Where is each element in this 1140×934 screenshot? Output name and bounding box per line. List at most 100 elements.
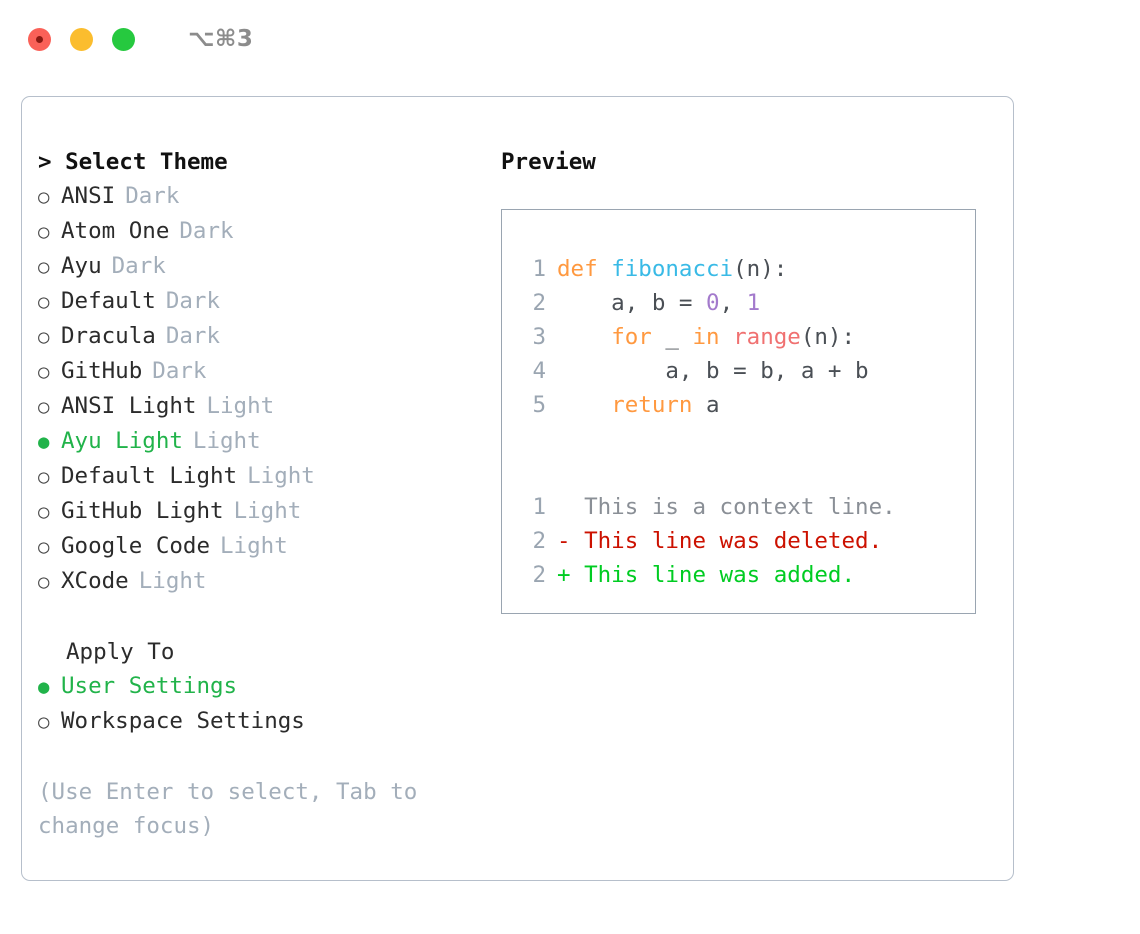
line-number: 4 (532, 358, 546, 384)
code-token: fibonacci (611, 256, 734, 282)
code-token (557, 392, 611, 418)
line-number: 2 (532, 562, 546, 588)
close-button[interactable] (28, 27, 51, 51)
section-spacer (38, 599, 488, 635)
code-token: 1 (746, 290, 761, 316)
theme-option-atom-one[interactable]: ○ Atom One Dark (38, 214, 488, 249)
theme-option-label: Atom One (61, 218, 170, 244)
code-token: (n): (800, 324, 856, 350)
radio-selected-icon: ● (38, 676, 50, 698)
diff-sample: 1 This is a context line. 2 - This line … (502, 490, 975, 592)
theme-option-kind: Dark (179, 218, 234, 244)
apply-to-option-user-settings[interactable]: ● User Settings (38, 669, 488, 704)
preview-box: 1 def fibonacci(n): 2 a, b = 0, 1 3 for … (501, 209, 976, 614)
theme-option-label: Google Code (61, 533, 211, 559)
code-diff-spacer (502, 456, 975, 490)
diff-line-context: 1 This is a context line. (502, 490, 975, 524)
theme-option-kind: Dark (152, 358, 207, 384)
code-sample: 1 def fibonacci(n): 2 a, b = 0, 1 3 for … (502, 252, 975, 422)
theme-option-google-code[interactable]: ○ Google Code Light (38, 529, 488, 564)
traffic-light-controls (28, 27, 135, 51)
apply-to-option-workspace-settings[interactable]: ○ Workspace Settings (38, 704, 488, 739)
theme-option-ayu[interactable]: ○ Ayu Dark (38, 249, 488, 284)
theme-option-kind: Light (247, 463, 315, 489)
radio-unselected-icon: ○ (38, 326, 50, 348)
code-token (720, 324, 734, 350)
theme-option-default[interactable]: ○ Default Dark (38, 284, 488, 319)
theme-option-label: Ayu Light (61, 428, 183, 454)
theme-option-kind: Light (220, 533, 288, 559)
code-text: return a (557, 388, 720, 422)
code-text: a, b = 0, 1 (557, 286, 760, 320)
theme-option-dracula[interactable]: ○ Dracula Dark (38, 319, 488, 354)
theme-option-ayu-light[interactable]: ● Ayu Light Light (38, 424, 488, 459)
theme-option-kind: Dark (165, 288, 221, 314)
code-text: a, b = b, a + b (557, 354, 869, 388)
apply-to-option-label: User Settings (61, 673, 238, 699)
diff-text: This line was added. (584, 562, 856, 588)
code-token: (n): (733, 256, 788, 282)
radio-selected-icon: ● (38, 431, 50, 453)
theme-option-label: Default Light (61, 463, 238, 489)
theme-option-github[interactable]: ○ GitHub Dark (38, 354, 488, 389)
code-text: for _ in range(n): (557, 320, 855, 354)
apply-to-option-label: Workspace Settings (61, 708, 305, 734)
theme-option-label: ANSI Light (61, 393, 197, 419)
radio-unselected-icon: ○ (38, 361, 50, 383)
theme-option-github-light[interactable]: ○ GitHub Light Light (38, 494, 488, 529)
code-token: in (692, 324, 720, 350)
radio-unselected-icon: ○ (38, 466, 50, 488)
line-number: 3 (532, 324, 546, 350)
code-token (557, 324, 611, 350)
line-number: 1 (532, 494, 546, 520)
radio-unselected-icon: ○ (38, 536, 50, 558)
code-token: return (611, 392, 693, 418)
code-diff-spacer (502, 422, 975, 456)
select-theme-heading: > Select Theme (38, 149, 228, 175)
code-token: a (692, 392, 720, 418)
theme-option-kind: Dark (125, 183, 180, 209)
diff-marker: - (557, 528, 585, 554)
radio-unselected-icon: ○ (38, 571, 50, 593)
code-token: _ (651, 324, 693, 350)
theme-option-label: Ayu (61, 253, 102, 279)
preview-heading: Preview (501, 149, 596, 175)
theme-option-ansi-light[interactable]: ○ ANSI Light Light (38, 389, 488, 424)
theme-option-label: ANSI (61, 183, 116, 209)
minimize-button[interactable] (70, 27, 93, 51)
theme-option-label: Dracula (61, 323, 156, 349)
diff-text: This is a context line. (584, 494, 896, 520)
diff-text: This line was deleted. (584, 528, 883, 554)
theme-option-label: Default (61, 288, 156, 314)
theme-option-label: GitHub (61, 358, 143, 384)
code-line: 1 def fibonacci(n): (502, 252, 975, 286)
radio-unselected-icon: ○ (38, 711, 50, 733)
code-token: def (557, 256, 612, 282)
theme-option-label: GitHub Light (61, 498, 224, 524)
code-line: 3 for _ in range(n): (502, 320, 975, 354)
radio-unselected-icon: ○ (38, 186, 50, 208)
line-number: 1 (532, 256, 546, 282)
theme-option-default-light[interactable]: ○ Default Light Light (38, 459, 488, 494)
keyboard-hint-text: (Use Enter to select, Tab to change focu… (38, 779, 431, 839)
theme-option-kind: Light (192, 428, 261, 454)
theme-option-kind: Light (206, 393, 275, 419)
preview-panel: Preview 1 def fibonacci(n): 2 a, b = 0, … (501, 145, 991, 614)
theme-option-ansi[interactable]: ○ ANSI Dark (38, 179, 488, 214)
code-token: a, b = b, a + b (557, 358, 869, 384)
title-bar: ⌥⌘3 (0, 0, 1140, 78)
code-line: 2 a, b = 0, 1 (502, 286, 975, 320)
theme-option-kind: Light (138, 568, 207, 594)
radio-unselected-icon: ○ (38, 291, 50, 313)
diff-line-added: 2 + This line was added. (502, 558, 975, 592)
apply-to-heading: Apply To (66, 639, 175, 665)
theme-option-xcode[interactable]: ○ XCode Light (38, 564, 488, 599)
radio-unselected-icon: ○ (38, 221, 50, 243)
maximize-button[interactable] (112, 27, 135, 51)
code-token: 0 (706, 290, 720, 316)
line-number: 2 (532, 528, 546, 554)
theme-selector-panel: > Select Theme ○ ANSI Dark ○ Atom One Da… (38, 145, 488, 843)
code-line: 4 a, b = b, a + b (502, 354, 975, 388)
content-frame: > Select Theme ○ ANSI Dark ○ Atom One Da… (21, 96, 1014, 881)
